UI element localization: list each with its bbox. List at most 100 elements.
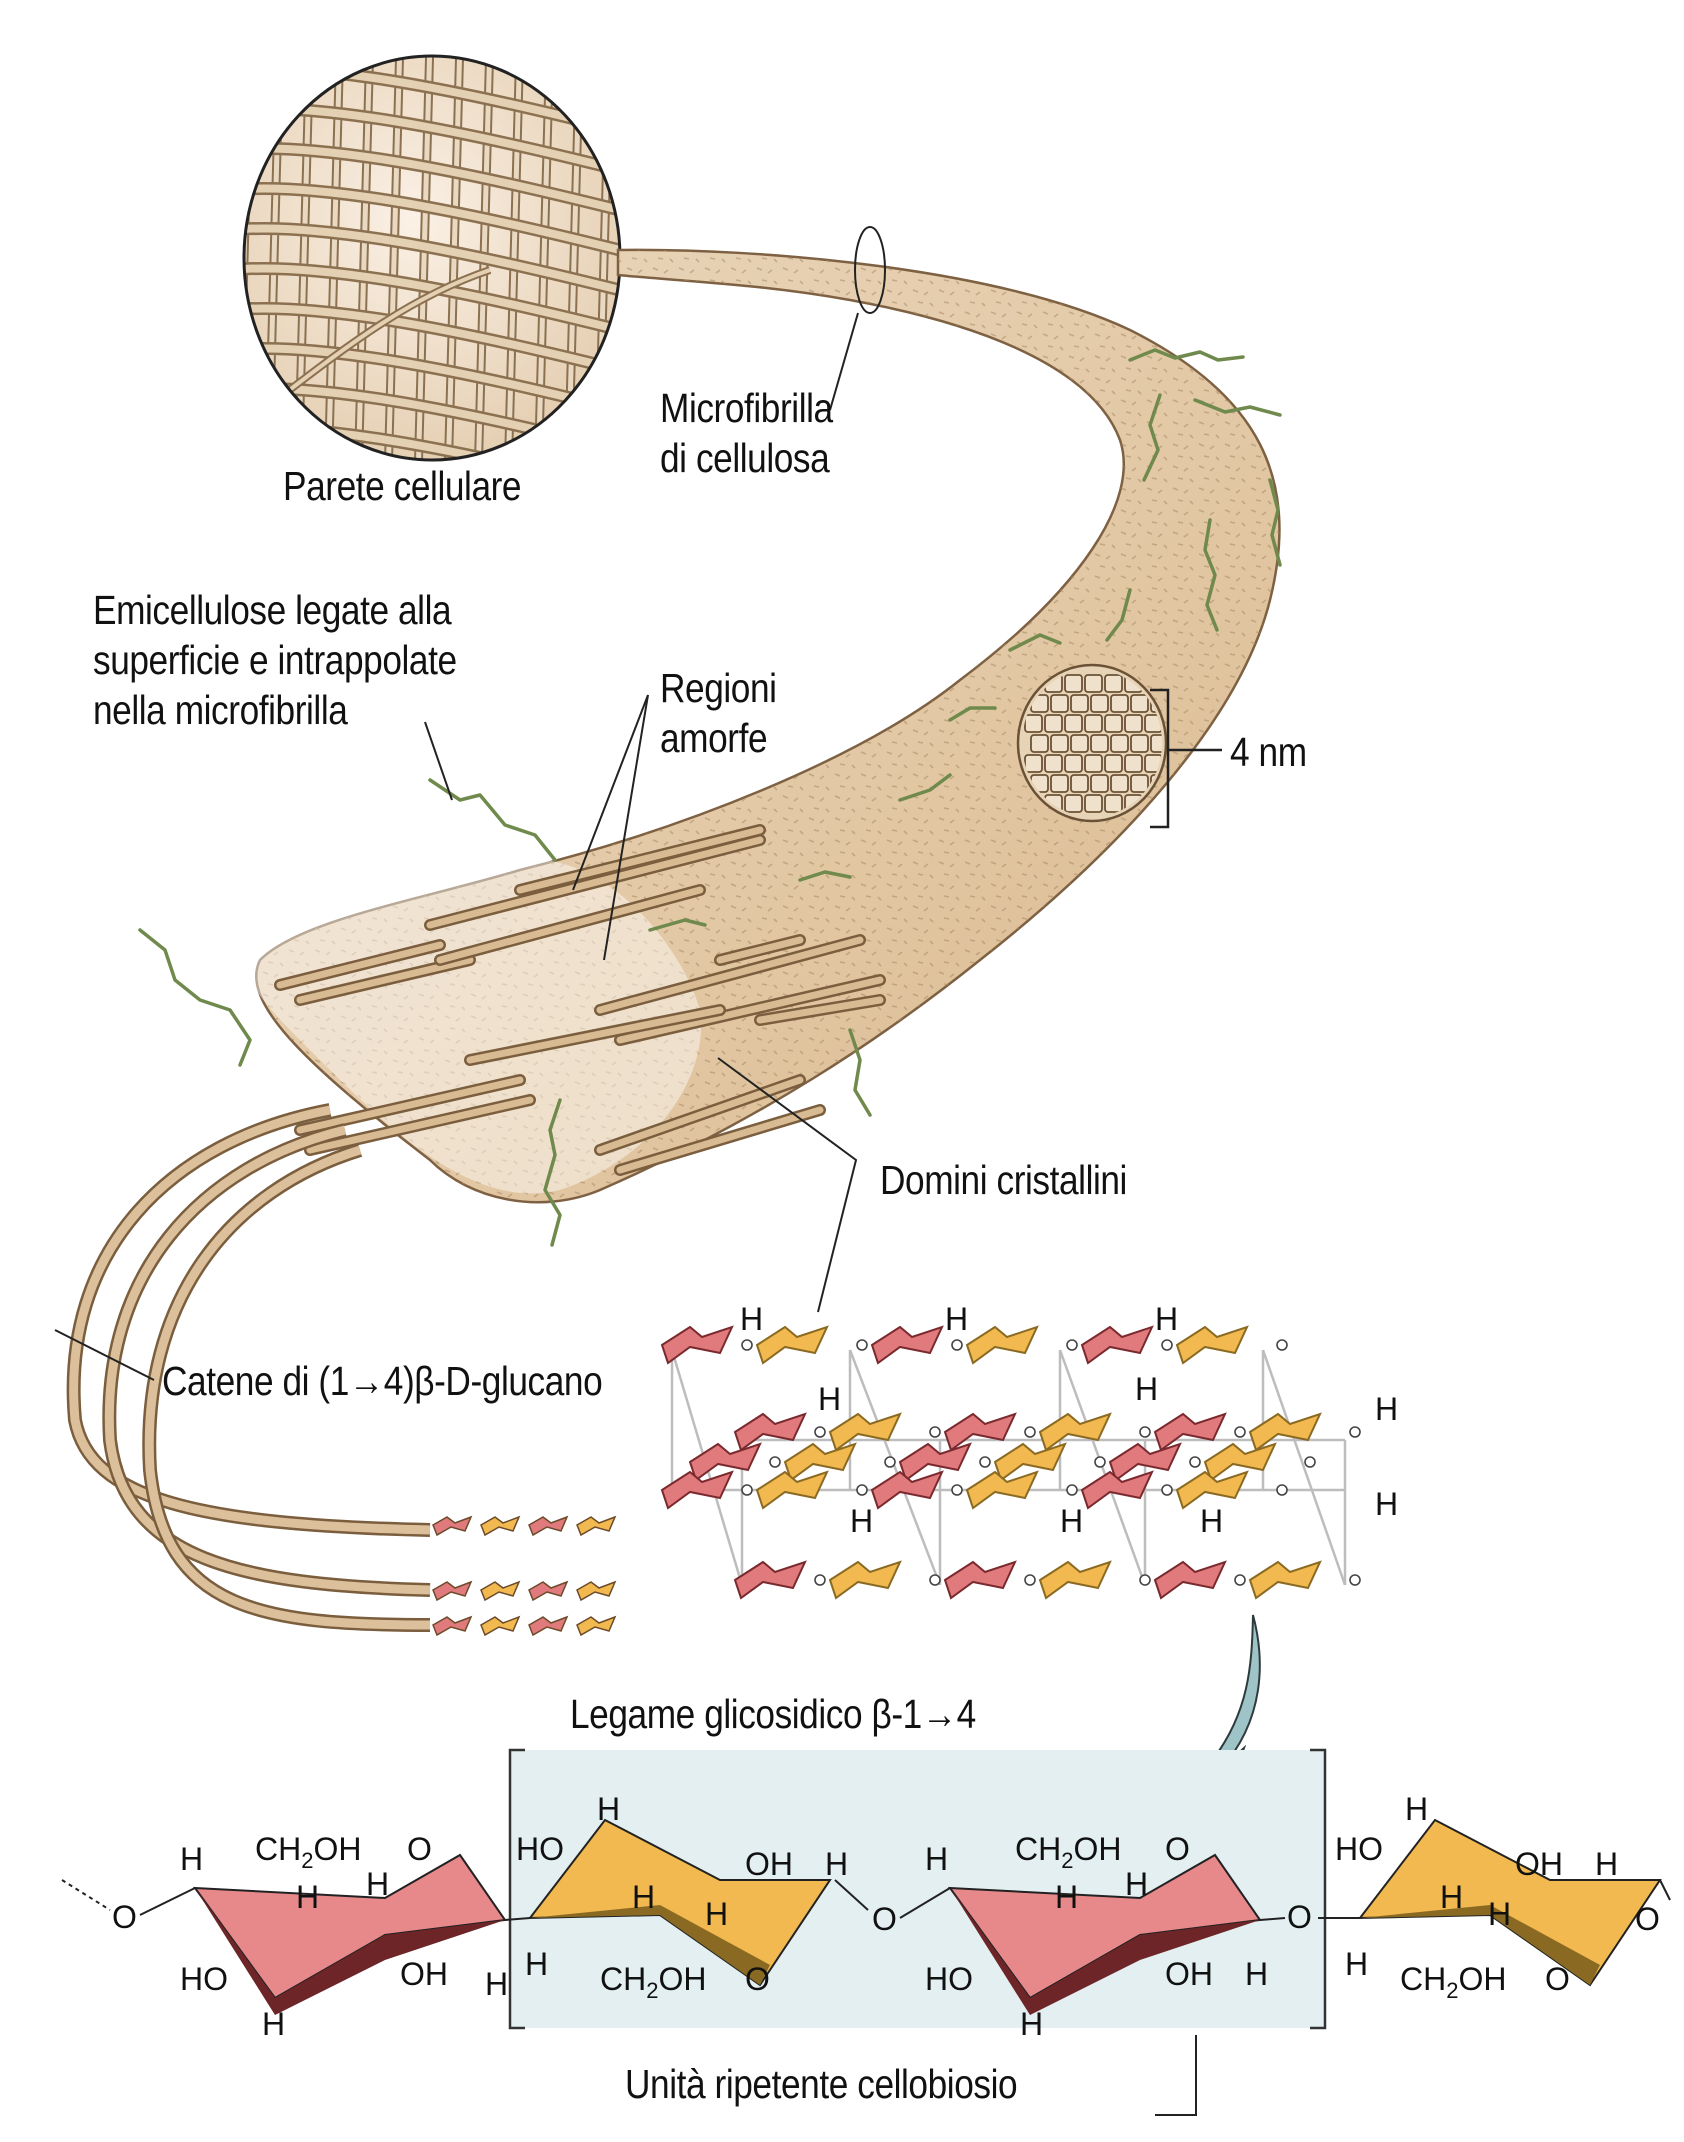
atom-o: O (1635, 1901, 1660, 1937)
chain-cross-section (1084, 714, 1103, 733)
atom-h: H (1345, 1946, 1368, 1982)
chain-cross-section (1130, 734, 1149, 753)
cross-section (1016, 663, 1168, 823)
chain-cross-section (1044, 754, 1063, 773)
hydrogen-bond-node (856, 1484, 868, 1496)
lattice-h-label: H (818, 1381, 841, 1417)
hemicellulose-strand (1128, 348, 1245, 362)
chemical-bond (1659, 1879, 1671, 1901)
label-hemicellulose-line2: superficie e intrappolate (93, 637, 457, 683)
chain-cross-section (1044, 714, 1063, 733)
atom-ho: HO (925, 1961, 973, 1997)
chain-cross-section (1144, 754, 1162, 773)
chain-cross-section (1064, 754, 1083, 773)
atom-h: H (632, 1879, 655, 1915)
cell-wall-magnifier (242, 54, 622, 462)
glucan-chain-residues (432, 1515, 617, 1637)
chain-cross-section (1110, 734, 1129, 753)
lattice-h-label: H (1135, 1371, 1158, 1407)
atom-o: O (112, 1899, 137, 1935)
atom-h: H (1055, 1879, 1078, 1915)
atom-o: O (1545, 1961, 1570, 1997)
leader-glucan (54, 1329, 155, 1381)
hydrogen-bond-node (1349, 1426, 1361, 1438)
hydrogen-bond-node (1161, 1339, 1173, 1351)
hydrogen-bond-node (1066, 1484, 1078, 1496)
chain-cross-section (1110, 694, 1129, 713)
lattice-edge (848, 1349, 942, 1586)
glucose-yellow-residue (965, 1325, 1039, 1365)
lattice-h-label: H (740, 1301, 763, 1337)
label-hemicellulose-line1: Emicellulose legate alla (93, 587, 452, 633)
leader-crystalline (717, 1057, 858, 1313)
chain-cross-section (1070, 734, 1089, 753)
hydrogen-bond-node (1161, 1484, 1173, 1496)
atom-o: O (1287, 1899, 1312, 1935)
wall-horizontal-fiber-highlight (244, 304, 620, 379)
glucose-yellow-residue (755, 1470, 829, 1510)
hydrogen-bond-node (814, 1426, 826, 1438)
label-glycosidic-bond: Legame glicosidico β-1→4 (570, 1691, 976, 1737)
glucose-residue (576, 1615, 617, 1637)
atom-oh: OH (400, 1956, 448, 1992)
glucose-red-residue (870, 1325, 944, 1365)
glucose-yellow-residue (828, 1412, 902, 1452)
yellow-glucose-ring-shade (530, 1905, 770, 1985)
chain-cross-section (1090, 694, 1109, 713)
hydrogen-bond-node (856, 1339, 868, 1351)
chain-cross-section (1150, 734, 1162, 753)
glucose-residue (528, 1615, 569, 1637)
hemicellulose-strand (1193, 398, 1282, 417)
crystalline-rod-highlight (426, 836, 764, 929)
glucose-red-residue (1108, 1442, 1182, 1482)
atom-h: H (1440, 1879, 1463, 1915)
hydrogen-bond-node (1276, 1339, 1288, 1351)
chain-cross-section (1050, 734, 1069, 753)
glucose-yellow-residue (1248, 1412, 1322, 1452)
microfibril-ring-marker (854, 226, 886, 314)
leader-amorphous-1 (572, 694, 649, 891)
glucose-residue (480, 1580, 521, 1602)
hemicellulose-strand (543, 1098, 562, 1247)
atom-h: H (262, 2006, 285, 2042)
hydrogen-bond-node (929, 1426, 941, 1438)
chain-cross-section (1050, 774, 1069, 793)
glucose-residue (432, 1580, 473, 1602)
glucose-yellow-residue (828, 1560, 902, 1600)
lattice-h-label: H (1375, 1391, 1398, 1427)
glucose-residue (576, 1515, 617, 1537)
hydrogen-bond-node (1024, 1574, 1036, 1586)
atom-oh: OH (1165, 1956, 1213, 1992)
atom-o: O (872, 1901, 897, 1937)
chain-cross-section (1130, 774, 1149, 793)
crystalline-rod-highlight (306, 1096, 534, 1154)
atom-o: O (407, 1831, 432, 1867)
glucose-yellow-residue (1203, 1442, 1277, 1482)
glucose-red-residue (1080, 1325, 1154, 1365)
hydrogen-bond-node (1234, 1426, 1246, 1438)
chain-cross-section (1030, 734, 1049, 753)
hydrogen-bond-node (951, 1484, 963, 1496)
lattice-h-label: H (945, 1301, 968, 1337)
glucose-residue (432, 1515, 473, 1537)
atom-h: H (485, 1966, 508, 2002)
chain-cross-section (1050, 694, 1069, 713)
hydrogen-bond-node (814, 1574, 826, 1586)
label-crystalline-domains: Domini cristallini (880, 1157, 1127, 1203)
hemicellulose-strand (428, 778, 557, 862)
atom-oh: OH (1515, 1846, 1563, 1882)
label-cell-wall: Parete cellulare (283, 463, 522, 509)
atom-h: H (925, 1841, 948, 1877)
label-glucan-chains: Catene di (1→4)β-D-glucano (162, 1358, 603, 1404)
hemicellulose-strand (798, 870, 852, 882)
hydrogen-bond-node (979, 1456, 991, 1468)
atom-o: O (745, 1961, 770, 1997)
microfibril-body (244, 248, 1281, 1204)
glucose-yellow-residue (993, 1442, 1067, 1482)
hydrogen-bond-node (769, 1456, 781, 1468)
wall-horizontal-fiber-highlight (244, 184, 620, 259)
atom-h: H (825, 1846, 848, 1882)
chain-cross-section (1110, 774, 1129, 793)
hydrogen-bond-node (741, 1339, 753, 1351)
